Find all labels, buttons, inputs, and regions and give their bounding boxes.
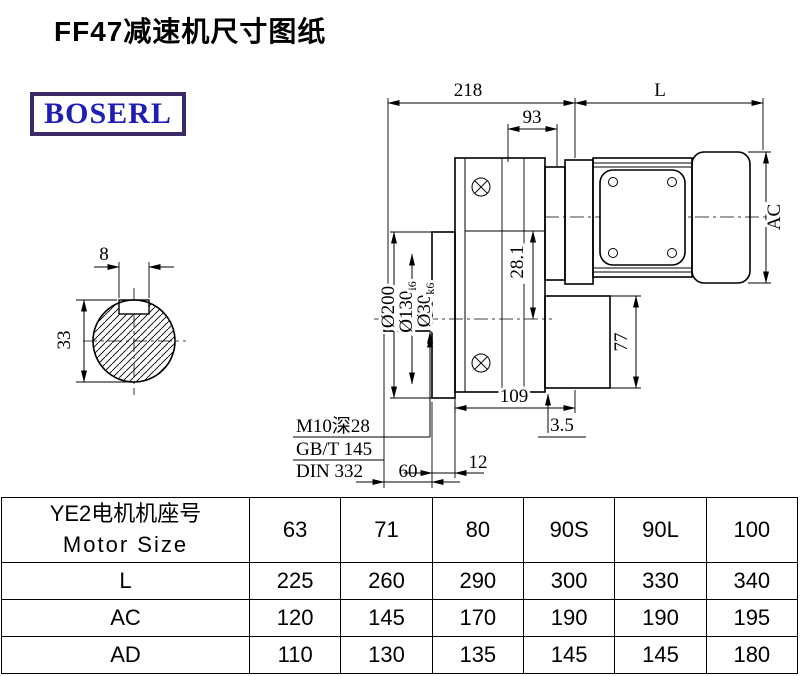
table-cell: 260	[340, 562, 433, 600]
center-hole-note: M10深28 GB/T 145 DIN 332	[293, 335, 433, 482]
dim-d130-fit: i6	[405, 281, 419, 290]
page-title: FF47减速机尺寸图纸	[54, 16, 327, 47]
dim-d30-label: Ø30k6	[414, 283, 437, 328]
table-cell: 145	[614, 636, 707, 674]
note-gbt145-label: GB/T 145	[296, 439, 372, 460]
motor-outline	[592, 151, 751, 284]
boserl-logo: BOSERL	[30, 92, 186, 136]
dim-8-label: 8	[99, 244, 109, 265]
table-header-en: Motor Size	[62, 532, 189, 557]
row-label: AC	[1, 599, 250, 637]
motor-adapter	[544, 159, 594, 285]
table-cell-size: 90L	[614, 497, 707, 563]
table-cell-size: 90S	[522, 497, 616, 563]
table-cell-size: 80	[431, 497, 524, 563]
keyway-width-dimension: 8	[94, 244, 174, 298]
dim-d200-label: Ø200	[378, 286, 399, 328]
note-m10-label: M10深28	[296, 415, 370, 437]
dim-60-12: 60 12	[356, 334, 491, 488]
dim-d30-fit: k6	[423, 283, 437, 295]
technical-drawing-svg: 8 33	[51, 80, 788, 488]
dim-3-5: 3.5	[538, 393, 586, 438]
dim-77-label: 77	[611, 333, 632, 352]
dim-33-label: 33	[54, 331, 75, 350]
shaft-cross-section-detail: 8 33	[51, 244, 186, 395]
note-din332-label: DIN 332	[296, 461, 363, 482]
table-cell: 300	[522, 562, 616, 600]
dim-d30-value: Ø30	[414, 295, 435, 328]
dim-AC-label: AC	[764, 204, 785, 230]
motor-fan-cowl	[691, 151, 751, 284]
dim-109-label: 109	[500, 386, 529, 407]
output-flange	[431, 231, 456, 399]
table-cell: 145	[340, 599, 433, 637]
dim-28-1: 28.1	[504, 230, 536, 320]
dim-218-label: 218	[454, 80, 483, 101]
dim-12-label: 12	[469, 452, 488, 473]
table-cell: 190	[614, 599, 707, 637]
table-row-AC: AC 120 145 170 190 190 195	[1, 599, 799, 637]
table-cell: 340	[705, 562, 799, 600]
table-cell: 135	[431, 636, 524, 674]
table-cell-size: 71	[340, 497, 433, 563]
table-row-L: L 225 260 290 300 330 340	[1, 562, 799, 600]
table-cell: 330	[614, 562, 707, 600]
diameter-dimensions: Ø200 Ø130i6 Ø30k6	[375, 231, 440, 399]
bolt-hole-symbol	[471, 177, 491, 197]
table-cell: 190	[522, 599, 616, 637]
table-cell: 225	[248, 562, 342, 600]
table-cell: 145	[522, 636, 616, 674]
dim-3-5-label: 3.5	[550, 415, 574, 436]
dim-d130-label: Ø130i6	[396, 281, 419, 333]
table-cell: 195	[705, 599, 799, 637]
row-label: L	[1, 562, 250, 600]
table-cell: 120	[248, 599, 342, 637]
dim-28-1-label: 28.1	[507, 245, 528, 278]
table-cell: 170	[431, 599, 524, 637]
table-cell: 290	[431, 562, 524, 600]
row-label: AD	[1, 636, 250, 674]
keyway-height-dimension: 33	[51, 299, 134, 383]
dim-93-label: 93	[523, 107, 542, 128]
table-cell: 110	[248, 636, 342, 674]
table-header-cn: YE2电机机座号	[49, 501, 202, 527]
dim-77: 77	[608, 295, 641, 389]
dim-109: 109	[454, 383, 576, 413]
table-cell-size: 100	[705, 497, 799, 563]
bolt-hole-symbol	[471, 353, 491, 373]
table-cell: 180	[705, 636, 799, 674]
dim-L-label: L	[654, 80, 666, 101]
top-length-dimensions: 218 L 93	[387, 80, 764, 306]
motor-frame-window	[599, 169, 686, 266]
boserl-logo-text: BOSERL	[44, 97, 172, 130]
table-cell: 130	[340, 636, 433, 674]
dim-d130-value: Ø130	[396, 291, 417, 333]
table-header-row: YE2电机机座号 Motor Size 63 71 80 90S 90L 100	[1, 497, 799, 563]
main-assembly-drawing: 218 L 93 AC Ø200 Ø130i6	[293, 80, 788, 488]
table-cell-size: 63	[248, 497, 342, 563]
table-header-motor-size: YE2电机机座号 Motor Size	[1, 497, 250, 563]
dim-60-label: 60	[399, 461, 418, 482]
table-row-AD: AD 110 130 135 145 145 180	[1, 636, 799, 674]
motor-ac-dimension: AC	[748, 151, 788, 284]
motor-size-table: YE2电机机座号 Motor Size 63 71 80 90S 90L 100…	[1, 497, 799, 674]
